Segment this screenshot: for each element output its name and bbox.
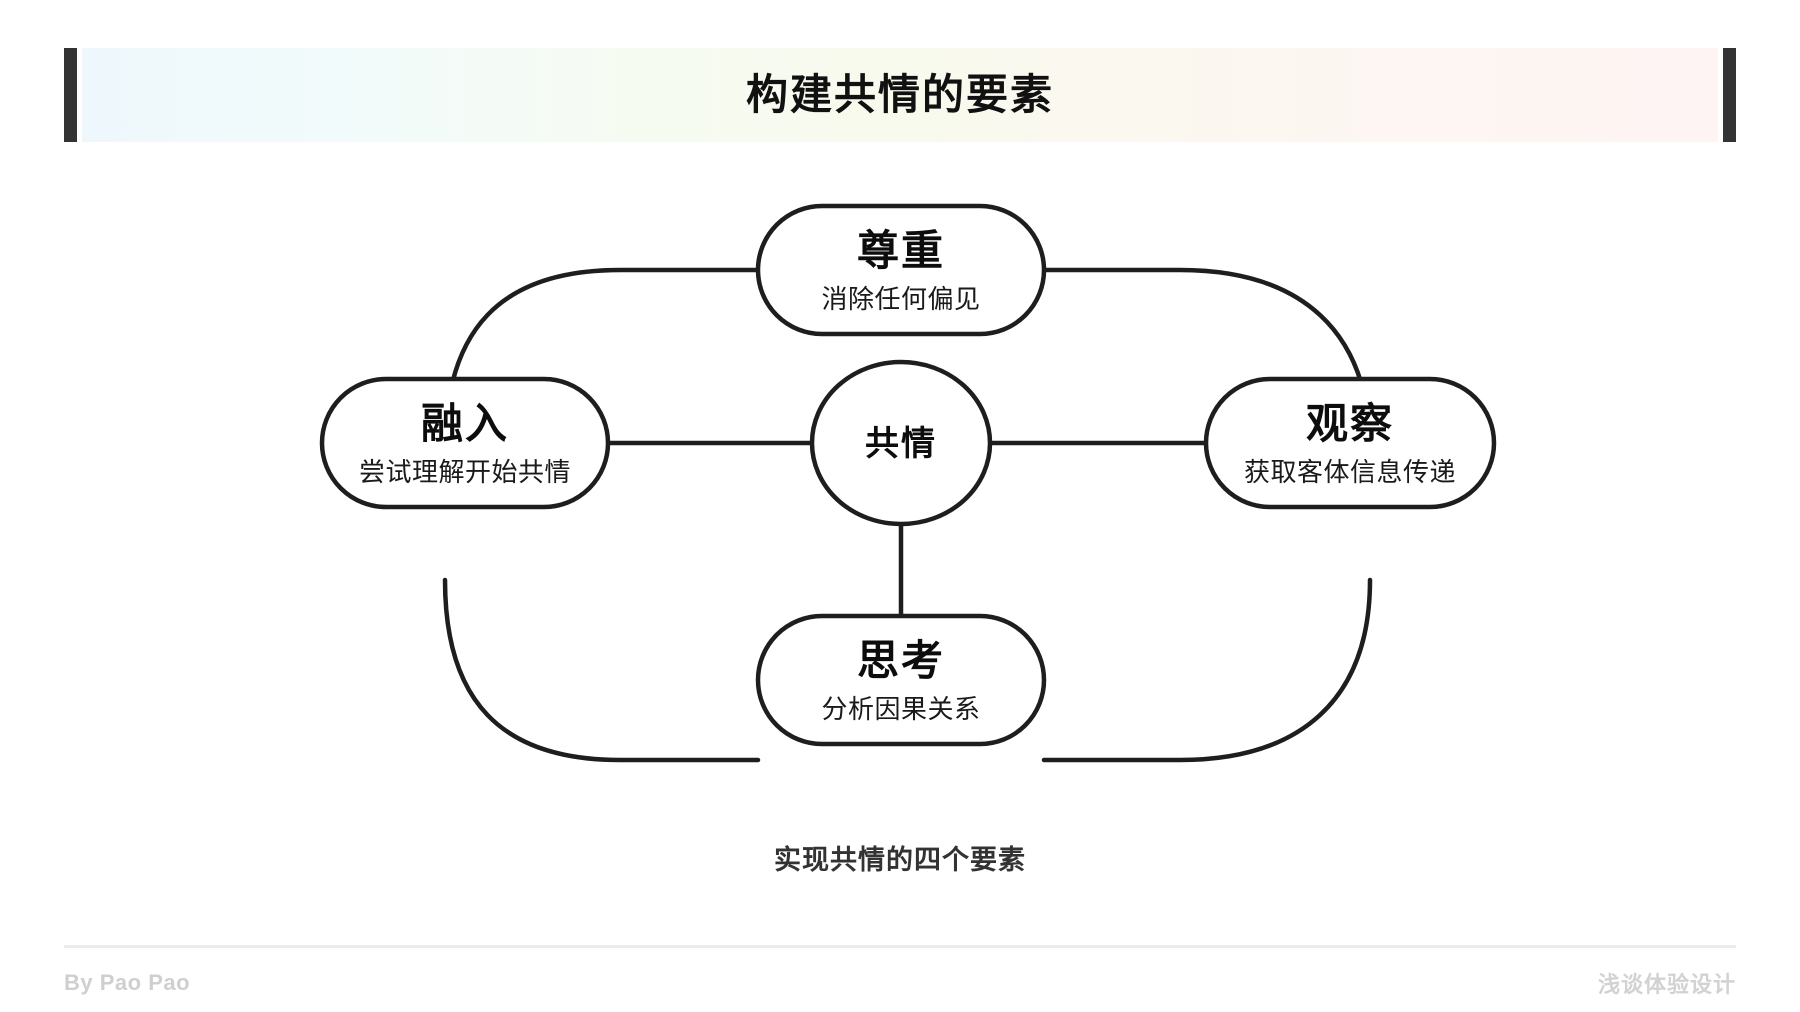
node-left[interactable]: 融入 尝试理解开始共情 — [319, 376, 611, 510]
connector-right-to-bottom-arc — [1041, 577, 1373, 763]
header-gradient-band — [82, 48, 1718, 142]
node-bottom[interactable]: 思考 分析因果关系 — [755, 613, 1047, 747]
diagram-caption: 实现共情的四个要素 — [774, 845, 1026, 875]
node-right-title: 观察 — [1306, 400, 1394, 447]
header-accent-bar-left — [64, 48, 77, 142]
node-left-subtitle: 尝试理解开始共情 — [359, 457, 571, 487]
footer-series-title: 浅谈体验设计 — [1597, 972, 1736, 997]
node-left-shape — [319, 376, 611, 510]
node-right-subtitle: 获取客体信息传递 — [1244, 457, 1456, 487]
node-bottom-title: 思考 — [857, 637, 945, 684]
node-left-title: 融入 — [421, 400, 509, 447]
node-bottom-subtitle: 分析因果关系 — [821, 694, 980, 724]
node-right[interactable]: 观察 获取客体信息传递 — [1203, 376, 1497, 510]
node-center-shape — [809, 359, 993, 527]
node-bottom-shape — [755, 613, 1047, 747]
connector-left-to-bottom-arc — [442, 577, 761, 763]
page-title: 构建共情的要素 — [745, 71, 1054, 118]
slide-footer: By Pao Pao 浅谈体验设计 — [64, 960, 1736, 1006]
slide-header: 构建共情的要素 — [64, 48, 1736, 142]
node-top-shape — [755, 203, 1047, 337]
node-right-shape — [1203, 376, 1497, 510]
node-top[interactable]: 尊重 消除任何偏见 — [755, 203, 1047, 337]
footer-divider — [64, 945, 1736, 948]
node-top-title: 尊重 — [857, 227, 945, 274]
empathy-diagram: 尊重 消除任何偏见 融入 尝试理解开始共情 观察 获取客体信息传递 思考 分析因… — [0, 150, 1800, 850]
header-accent-bar-right — [1723, 48, 1736, 142]
footer-author: By Pao Pao — [64, 970, 191, 995]
node-center-label: 共情 — [865, 425, 937, 463]
node-top-subtitle: 消除任何偏见 — [821, 284, 980, 314]
node-center[interactable]: 共情 — [809, 359, 993, 527]
